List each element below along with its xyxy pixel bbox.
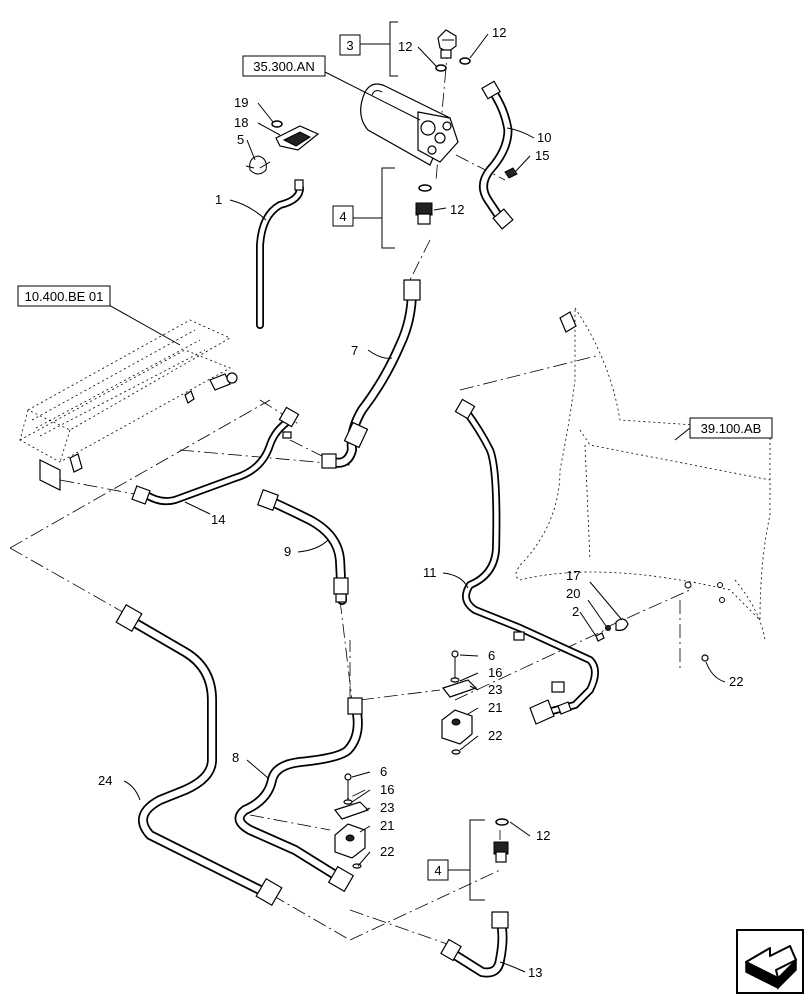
- bottom-adapter-fitting: [493, 818, 509, 863]
- group-label-bottom: 4: [434, 863, 441, 878]
- callout-10: 10: [537, 130, 551, 145]
- hose-10: [479, 80, 514, 230]
- leader-lines: [123, 33, 726, 973]
- callout-14: 14: [211, 512, 225, 527]
- clamp-block-upper: [441, 650, 478, 755]
- callout-8: 8: [232, 750, 239, 765]
- callout-12: 12: [492, 25, 506, 40]
- callout-16: 16: [488, 665, 502, 680]
- callout-22: 22: [380, 844, 394, 859]
- hose-8: [234, 697, 363, 893]
- callout-7: 7: [351, 343, 358, 358]
- callout-21: 21: [380, 818, 394, 833]
- callout-12: 12: [398, 39, 412, 54]
- hose-24: [115, 604, 283, 906]
- hose-13: [440, 911, 509, 978]
- ref-label-filter: 35.300.AN: [253, 59, 314, 74]
- callout-6: 6: [488, 648, 495, 663]
- callout-18: 18: [234, 115, 248, 130]
- ref-box-frame[interactable]: 39.100.AB: [689, 417, 773, 439]
- hose-11: [454, 398, 599, 725]
- hose-9: [256, 488, 349, 605]
- callout-2: 2: [572, 604, 579, 619]
- callout-21: 21: [488, 700, 502, 715]
- group-box-top: 3: [339, 34, 361, 56]
- callout-23: 23: [380, 800, 394, 815]
- group-label-filter: 4: [339, 209, 346, 224]
- callouts: 12 12 19 18 5 1 10 15 12 7 14 9 11 17 20…: [98, 25, 743, 980]
- clamp-block-lower: [333, 773, 370, 869]
- callout-12: 12: [450, 202, 464, 217]
- callout-16: 16: [380, 782, 394, 797]
- cap-18: [275, 125, 320, 151]
- hose-7: [321, 279, 421, 469]
- bolt-15: [504, 167, 518, 179]
- group-box-filter: 4: [332, 205, 354, 227]
- o-ring-top-right: [459, 57, 471, 65]
- frame-panel: [515, 306, 771, 641]
- callout-22: 22: [729, 674, 743, 689]
- callout-15: 15: [535, 148, 549, 163]
- callout-6: 6: [380, 764, 387, 779]
- callout-13: 13: [528, 965, 542, 980]
- washer-19: [271, 120, 283, 128]
- center-lines: [9, 44, 691, 946]
- oil-cooler: [19, 319, 238, 491]
- callout-19: 19: [234, 95, 248, 110]
- ref-box-cooler[interactable]: 10.400.BE 01: [17, 285, 111, 307]
- group-label-top: 3: [346, 38, 353, 53]
- ref-box-filter[interactable]: 35.300.AN: [242, 55, 326, 77]
- callout-1: 1: [215, 192, 222, 207]
- filter-assembly: [360, 83, 459, 166]
- callout-24: 24: [98, 773, 112, 788]
- hose-1: [256, 179, 304, 329]
- clamp-5: [245, 155, 271, 175]
- callout-22: 22: [488, 728, 502, 743]
- bracket-lines: [99, 21, 691, 901]
- ref-label-cooler: 10.400.BE 01: [25, 289, 104, 304]
- callout-23: 23: [488, 682, 502, 697]
- callout-11: 11: [423, 565, 437, 580]
- callout-5: 5: [237, 132, 244, 147]
- callout-20: 20: [566, 586, 580, 601]
- o-ring-top-left: [435, 64, 447, 72]
- hose-14: [131, 406, 300, 506]
- filter-adapter-fitting: [415, 184, 433, 225]
- callout-12: 12: [536, 828, 550, 843]
- callout-9: 9: [284, 544, 291, 559]
- group-box-bottom: 4: [427, 859, 449, 881]
- elbow-fitting-top: [437, 29, 457, 59]
- callout-17: 17: [566, 568, 580, 583]
- arrow-right-icon[interactable]: [736, 929, 804, 994]
- small-hardware-right: [595, 618, 709, 662]
- ref-label-frame: 39.100.AB: [701, 421, 762, 436]
